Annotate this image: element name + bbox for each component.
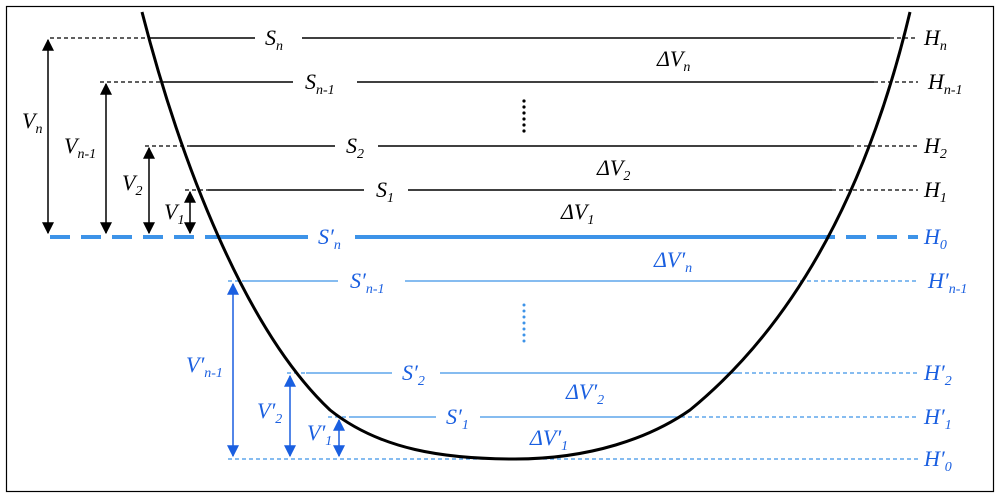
label-Vn-1: Vn-1: [64, 133, 96, 162]
label-Hp2: H′2: [923, 360, 952, 389]
label-Hp0: H′0: [923, 446, 952, 475]
diagram-frame: [5, 5, 995, 493]
reservoir-basin-curve: [140, 11, 912, 461]
label-Sp2: S′2: [402, 360, 425, 389]
label-dVp-n: ΔV′n: [653, 247, 692, 276]
label-Sp-n: S′n: [318, 224, 341, 253]
label-H0: H0: [923, 224, 947, 253]
label-Sn-1: Sn-1: [305, 69, 335, 98]
label-Hn-1: Hn-1: [927, 69, 963, 98]
label-Hn: Hn: [923, 25, 947, 54]
label-dV1: ΔV1: [560, 199, 594, 228]
label-Hp-n-1: H′n-1: [927, 268, 967, 297]
label-Sp1: S′1: [446, 404, 469, 433]
ellipsis-upper: [522, 99, 526, 133]
label-H2: H2: [923, 133, 947, 162]
label-Sp-n-1: S′n-1: [350, 268, 384, 297]
label-dVn: ΔVn: [656, 46, 690, 75]
label-Hp1: H′1: [923, 404, 952, 433]
label-S2: S2: [346, 133, 364, 162]
label-Vp2: V′2: [257, 398, 282, 427]
label-Vp1: V′1: [307, 420, 332, 449]
label-Vp-n-1: V′n-1: [186, 352, 223, 381]
label-S1: S1: [376, 177, 394, 206]
label-dV2: ΔV2: [596, 155, 630, 184]
label-H1: H1: [923, 177, 947, 206]
label-dVp2: ΔV′2: [565, 379, 604, 408]
label-dVp1: ΔV′1: [529, 425, 568, 454]
ellipsis-lower: [522, 303, 526, 343]
label-V2: V2: [122, 170, 142, 199]
label-Vn: Vn: [22, 108, 42, 137]
label-Sn: Sn: [265, 25, 283, 54]
label-V1: V1: [164, 199, 184, 228]
